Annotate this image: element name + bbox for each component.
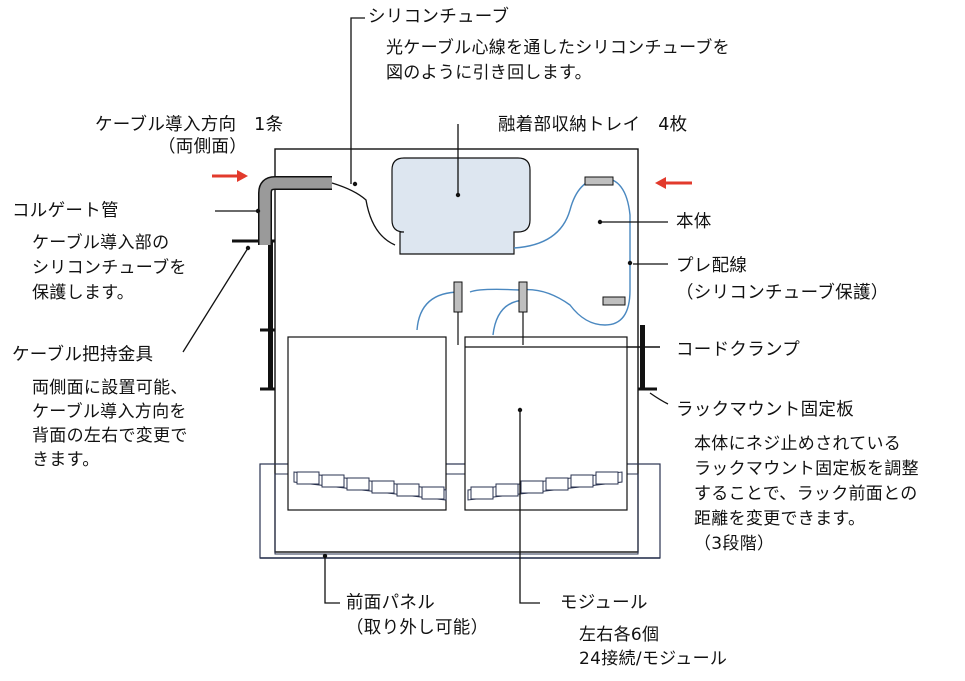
label-corrugated-desc-1: ケーブル導入部の: [32, 233, 170, 253]
cord-clamp-right: [518, 281, 528, 313]
label-rackmount-desc-3: することで、ラック前面との: [694, 484, 918, 504]
front-panel-inner: [274, 473, 639, 555]
label-cord-clamp: コードクランプ: [676, 340, 801, 360]
label-cable-holder-desc-3: 背面の左右で変更で: [32, 426, 188, 446]
splice-tray: [391, 157, 531, 255]
label-rackmount-desc-1: 本体にネジ止めされている: [694, 434, 902, 454]
label-corrugated-desc-3: 保護します。: [32, 283, 135, 303]
label-module-desc-2: 24接続/モジュール: [579, 649, 728, 669]
cable-entry-arrow-right: [655, 177, 692, 189]
label-corrugated-desc-2: シリコンチューブを: [32, 258, 187, 278]
cable-holder-bracket-left: [268, 240, 273, 390]
label-rackmount-desc-5: （3段階）: [694, 534, 775, 554]
connector-row-left: [293, 471, 447, 501]
corrugated-dot: [255, 208, 261, 214]
enclosure-body: [274, 148, 639, 553]
label-front-panel: 前面パネル: [346, 593, 435, 613]
tube-holder-top: [584, 176, 614, 186]
label-pre-wiring-sub: （シリコンチューブ保護）: [676, 283, 889, 303]
leader-lines: [182, 17, 669, 604]
label-silicon-tube-desc-1: 光ケーブル心線を通したシリコンチューブを: [386, 38, 730, 58]
connector-row-right: [467, 471, 623, 501]
label-rackmount-desc-2: ラックマウント固定板を調整: [694, 459, 919, 479]
body-dot: [597, 219, 603, 225]
cable-holder-dot: [245, 245, 251, 251]
cable-entry-arrow-left: [212, 170, 248, 182]
tube-holder-right: [602, 296, 626, 306]
label-cable-entry-direction: ケーブル導入方向 1条: [95, 115, 284, 135]
module-dot: [517, 407, 523, 413]
label-rackmount: ラックマウント固定板: [676, 400, 854, 420]
label-silicon-tube-desc-2: 図のように引き回します。: [386, 63, 592, 83]
label-splice-tray: 融着部収納トレイ 4枚: [498, 115, 688, 135]
label-cable-holder-desc-4: きます。: [32, 450, 100, 470]
label-front-panel-sub: （取り外し可能）: [346, 618, 489, 638]
front-panel-dot: [322, 553, 328, 559]
label-silicon-tube: シリコンチューブ: [368, 7, 510, 27]
label-pre-wiring: プレ配線: [676, 256, 748, 276]
splice-tray-dot: [455, 192, 461, 198]
rackmount-plate-right: [640, 325, 645, 390]
label-module: モジュール: [560, 593, 648, 613]
silicon-tube: [331, 182, 396, 246]
label-cable-holder: ケーブル把持金具: [12, 345, 154, 365]
cord-clamp-left: [453, 281, 463, 313]
corrugated-tube-fill: [259, 177, 332, 245]
label-cable-entry-direction-sub: （両側面）: [158, 137, 247, 157]
label-rackmount-desc-4: 距離を変更できます。: [694, 509, 866, 529]
silicon-tube-joint: [352, 181, 358, 187]
label-cable-holder-desc-2: ケーブル導入方向を: [32, 402, 187, 422]
label-cable-holder-desc-1: 両側面に設置可能、: [32, 378, 188, 398]
label-corrugated-tube: コルゲート管: [12, 201, 119, 221]
pre-wiring-joint: [627, 260, 633, 266]
label-body: 本体: [676, 212, 712, 232]
label-module-desc-1: 左右各6個: [579, 625, 660, 645]
